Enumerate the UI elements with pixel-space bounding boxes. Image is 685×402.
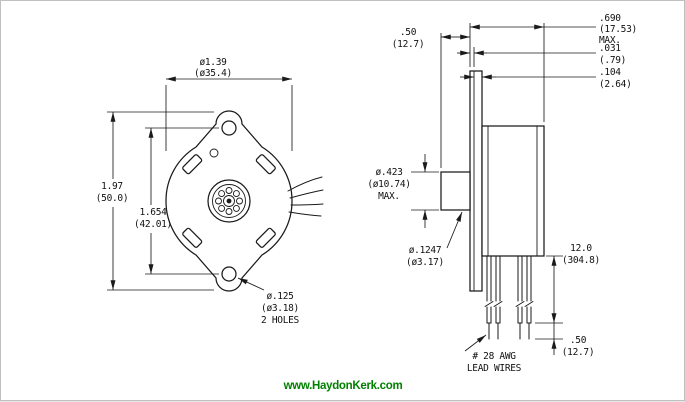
front-body-diameter-in: ø1.39 [199, 57, 227, 68]
side-boss-height-in: .104 [599, 67, 621, 78]
side-shaft-extension-in: .50 [400, 27, 417, 38]
mounting-hole-top [221, 120, 237, 136]
front-hole-spacing-in: 1.654 [139, 207, 167, 218]
motor-can [481, 125, 545, 257]
side-shaft-diameter-mm: (ø3.17) [406, 257, 444, 268]
index-hole [209, 148, 219, 158]
front-view [165, 110, 324, 292]
side-max-depth-note: MAX. [599, 35, 621, 46]
front-mounting-holes-note: 2 HOLES [261, 315, 300, 326]
side-max-depth-in: .690 [599, 13, 621, 24]
front-hole-spacing-mm: (42.01) [134, 219, 172, 230]
bearing-balls [215, 187, 243, 215]
side-lead-length-in: 12.0 [570, 243, 592, 254]
bearing-hub [207, 179, 251, 223]
side-boss-height-mm: (2.64) [599, 79, 632, 90]
shaft-boss [440, 171, 471, 211]
can-slots [182, 154, 276, 248]
mounting-hole-bottom [221, 266, 237, 282]
side-max-depth-mm: (17.53) [599, 24, 637, 35]
footer-link[interactable]: www.HaydonKerk.com [283, 380, 403, 392]
side-lead-strip-in: .50 [570, 335, 587, 346]
mounting-plate [469, 70, 483, 292]
side-plate-thickness-in: .031 [599, 43, 621, 54]
front-body-diameter-mm: (ø35.4) [194, 68, 232, 79]
side-plate-thickness-mm: (.79) [599, 55, 626, 66]
front-mounting-holes-mm: (ø3.18) [261, 303, 299, 314]
front-lead-wires [287, 176, 324, 217]
side-shaft-diameter-in: ø.1247 [409, 245, 442, 256]
side-shaft-extension-mm: (12.7) [392, 39, 425, 50]
side-lead-note-line2: LEAD WIRES [467, 363, 522, 374]
shaft-center [226, 198, 232, 204]
front-overall-height-in: 1.97 [101, 181, 123, 192]
side-hub-diameter-mm: (ø10.74) [367, 179, 410, 190]
side-hub-diameter-in: ø.423 [375, 167, 402, 178]
side-lead-wires [484, 255, 534, 340]
side-lead-length-mm: (304.8) [562, 255, 600, 266]
side-lead-note-line1: # 28 AWG [472, 351, 516, 362]
side-lead-strip-mm: (12.7) [562, 347, 595, 358]
side-view [440, 70, 545, 340]
front-mounting-holes-in: ø.125 [266, 291, 293, 302]
side-hub-diameter-note: MAX. [378, 191, 400, 202]
side-view-dimensions: .690 (17.53) MAX. .50 (12.7) .031 (.79) … [367, 13, 637, 374]
front-overall-height-mm: (50.0) [96, 193, 129, 204]
front-view-dimensions: ø1.39 (ø35.4) 1.97 (50.0) 1.654 (42.01) … [96, 57, 300, 326]
